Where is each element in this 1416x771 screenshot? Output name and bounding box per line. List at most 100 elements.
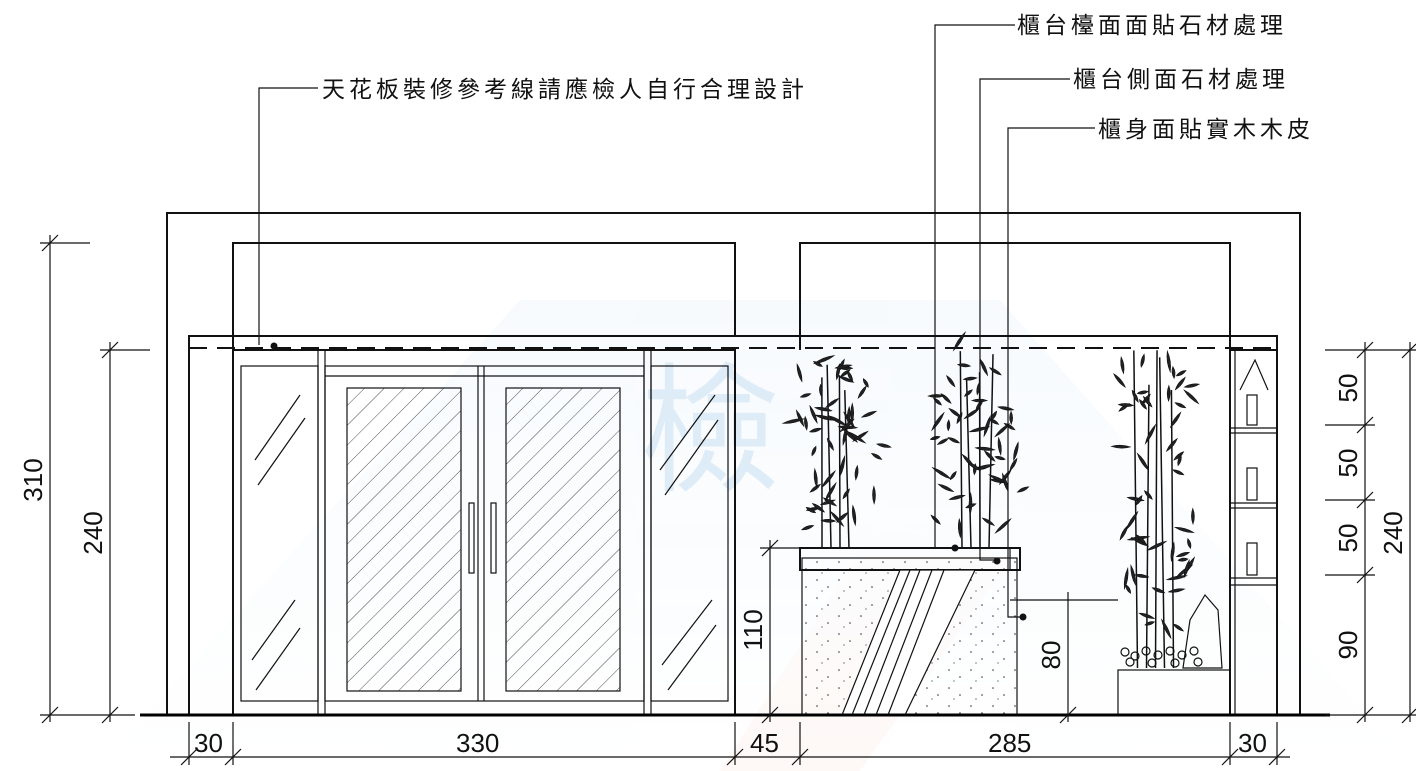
- bamboo-leaf: [983, 414, 991, 438]
- bamboo-leaf: [824, 397, 840, 409]
- dim-right-seg-1: 50: [1333, 374, 1363, 403]
- bamboo-leaf: [1113, 372, 1126, 388]
- bamboo-leaf: [811, 445, 817, 457]
- bamboo-leaf: [819, 383, 823, 397]
- bamboo-leaf: [1166, 349, 1171, 374]
- bamboo-leaf: [852, 504, 857, 527]
- bamboo-leaf: [1131, 389, 1139, 403]
- bamboo-stem: [1133, 350, 1139, 669]
- bamboo-leaf: [1165, 575, 1188, 581]
- dim-counter-height: 110: [738, 609, 768, 650]
- bamboo-leaf: [799, 393, 812, 398]
- bamboo-leaf: [847, 370, 854, 383]
- bamboo-leaf: [820, 469, 836, 489]
- bamboo-leaf: [1143, 490, 1153, 500]
- bamboo-leaf: [1117, 403, 1135, 407]
- bamboo-leaf: [1144, 621, 1156, 626]
- bamboo-leaf: [1172, 469, 1185, 476]
- bamboo-leaf: [826, 437, 834, 451]
- watermark: 檢: [95, 300, 1416, 771]
- bamboo-leaf: [1183, 383, 1201, 388]
- bamboo-leaf: [1167, 588, 1186, 593]
- entrance-door-set: [232, 349, 736, 716]
- decor-rock: [1182, 593, 1223, 669]
- counter-side-note: 櫃台側面石材處理: [1073, 67, 1289, 93]
- bamboo-leaf: [1172, 623, 1184, 632]
- bamboo-leaf: [1166, 384, 1171, 403]
- dim-bottom-330: 330: [456, 728, 499, 758]
- bamboo-leaf: [946, 419, 951, 432]
- bamboo-leaf: [872, 485, 876, 505]
- dim-right-seg-2: 50: [1333, 449, 1363, 478]
- bamboo-leaf: [860, 410, 878, 418]
- bamboo-leaf: [947, 437, 961, 444]
- bamboo-stem: [1145, 384, 1150, 669]
- bamboo-stem: [1154, 350, 1158, 669]
- bamboo-leaf: [1138, 612, 1156, 619]
- bamboo-stem: [959, 351, 963, 549]
- bamboo-leaf: [1013, 441, 1019, 462]
- bamboo-leaf: [813, 355, 836, 365]
- bamboo-leaf: [1174, 376, 1186, 391]
- bamboo-leaf: [814, 406, 833, 412]
- bamboo-leaf: [1136, 452, 1150, 472]
- bamboo-leaf: [927, 394, 946, 398]
- bamboo-leaf: [852, 430, 869, 442]
- bamboo-leaf: [862, 378, 869, 388]
- dimension-lines: [40, 234, 1416, 766]
- dim-left-ceiling: 240: [78, 511, 108, 554]
- bamboo-leaf: [1136, 390, 1149, 395]
- bamboo-leaf: [963, 389, 973, 397]
- bamboo-leaf: [957, 517, 962, 539]
- bamboo-leaf: [820, 518, 837, 523]
- bamboo-leaf: [809, 427, 823, 433]
- bamboo-leaf: [1119, 524, 1128, 541]
- bamboo-leaf: [988, 367, 1002, 376]
- bamboo-leaf: [1123, 566, 1129, 591]
- bamboo-leaf: [965, 503, 977, 509]
- bamboo-leaf: [1165, 437, 1178, 453]
- bamboo-leaf: [1170, 541, 1175, 563]
- bamboo-leaf: [800, 525, 815, 531]
- bamboo-leaf: [963, 408, 981, 420]
- bamboo-leaf: [990, 410, 998, 422]
- bamboo-leaf: [812, 361, 823, 367]
- bamboo-leaf: [994, 455, 1006, 461]
- ceiling-note: 天花板裝修參考線請應檢人自行合理設計: [322, 77, 808, 103]
- reception-counter: [799, 547, 1231, 716]
- bamboo-leaf: [838, 376, 855, 383]
- watermark-glyph: 檢: [640, 351, 780, 514]
- bamboo-leaf: [936, 438, 950, 445]
- bamboo-plants: [781, 331, 1201, 669]
- bamboo-leaf: [1173, 451, 1185, 461]
- bamboo-leaf: [854, 464, 859, 481]
- bamboo-leaf: [1009, 410, 1013, 425]
- bamboo-leaf: [1175, 370, 1187, 377]
- dim-bottom-30-right: 30: [1238, 728, 1267, 758]
- bamboo-leaf: [997, 406, 1015, 411]
- bamboo-leaf: [1177, 557, 1189, 562]
- bamboo-leaf: [811, 502, 826, 513]
- counter-top-note: 櫃台檯面面貼石材處理: [1017, 13, 1287, 39]
- dim-right-total: 240: [1378, 511, 1408, 554]
- bamboo-leaf: [949, 470, 957, 481]
- bamboo-leaf: [1125, 510, 1139, 531]
- bamboo-leaf: [804, 415, 808, 431]
- bamboo-leaf: [829, 510, 845, 528]
- bamboo-leaf: [1142, 395, 1153, 408]
- bamboo-leaf: [1134, 573, 1150, 578]
- dim-inner-height: 80: [1036, 641, 1066, 670]
- bamboo-leaf: [952, 331, 966, 352]
- bamboo-leaf: [1174, 402, 1187, 409]
- bamboo-leaf: [1146, 540, 1168, 551]
- bamboo-stem: [988, 354, 994, 549]
- bamboo-leaf: [1135, 534, 1147, 545]
- dim-bottom-30-left: 30: [194, 728, 223, 758]
- bamboo-leaf: [930, 514, 941, 525]
- door-handle-right: [490, 502, 497, 574]
- bamboo-stem: [1158, 357, 1166, 669]
- bamboo-stem: [826, 364, 832, 549]
- bamboo-leaf: [846, 405, 851, 426]
- bamboo-stem: [1170, 389, 1175, 669]
